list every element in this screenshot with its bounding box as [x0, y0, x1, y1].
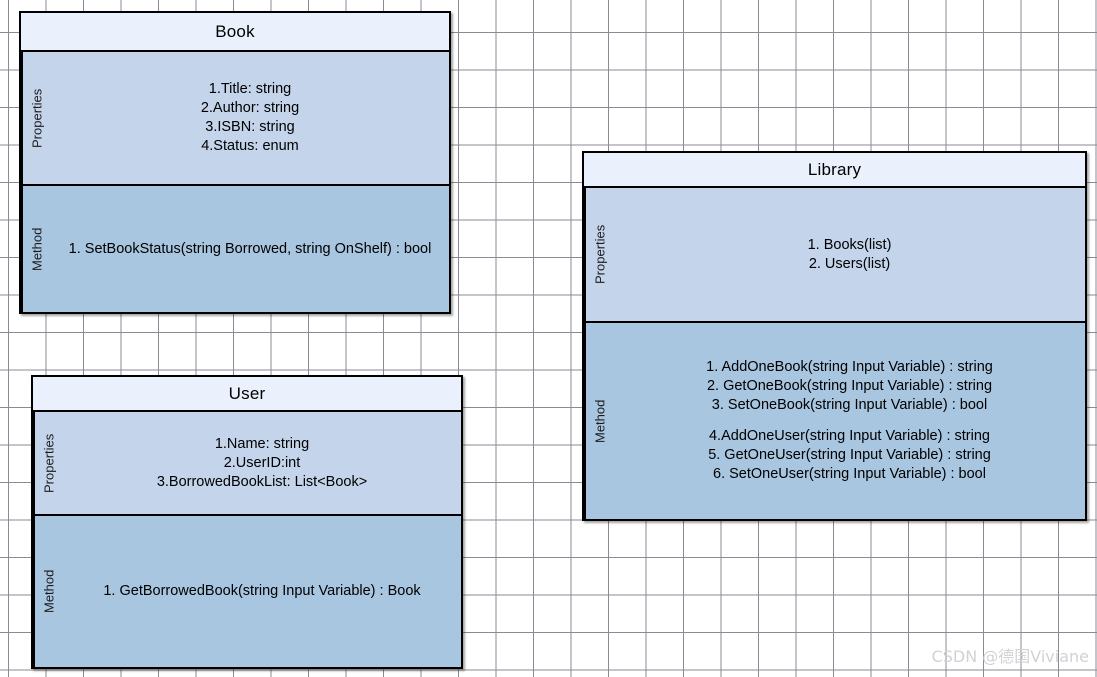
member-line: 1. AddOneBook(string Input Variable) : s… — [706, 359, 993, 375]
properties-list-library: 1. Books(list) 2. Users(list) — [808, 236, 892, 274]
member-line: 6. SetOneUser(string Input Variable) : b… — [713, 466, 986, 482]
member-line: 2.Author: string — [200, 100, 300, 116]
member-line: 3.ISBN: string — [205, 119, 295, 135]
member-line: 2.UserID:int — [223, 454, 301, 471]
class-properties-section-book: Properties 1.Title: string 2.Author: stri… — [21, 52, 449, 186]
member-line: 2. Users(list) — [808, 255, 891, 272]
properties-body-user: 1.Name: string 2.UserID:int 3.BorrowedBook… — [63, 412, 461, 514]
class-methods-section-library: Method 1. AddOneBook(string Input Variab… — [584, 323, 1085, 519]
methods-body-user: 1. GetBorrowedBook(string Input Variable… — [63, 516, 461, 667]
uml-class-book[interactable]: Book Properties 1.Title: string 2.Author:… — [19, 11, 451, 314]
uml-class-user[interactable]: User Properties 1.Name: string 2.UserID:i… — [31, 375, 463, 669]
properties-label: Properties — [33, 412, 63, 514]
properties-body-library: 1. Books(list) 2. Users(list) — [614, 188, 1085, 321]
member-line: 1.Title: string — [208, 81, 292, 97]
methods-list-book: 1. SetBookStatus(string Borrowed, string… — [69, 240, 432, 259]
line-spacer — [706, 415, 993, 427]
class-properties-section-library: Properties 1. Books(list) 2. Users(list) — [584, 188, 1085, 323]
method-label: Method — [21, 186, 51, 312]
class-title-book: Book — [21, 13, 449, 52]
uml-class-library[interactable]: Library Properties 1. Books(list) 2. User… — [582, 151, 1087, 521]
class-title-user: User — [33, 377, 461, 412]
properties-label: Properties — [584, 188, 614, 321]
member-line: 3.BorrowedBookList: List<Book> — [156, 473, 368, 490]
method-label: Method — [33, 516, 63, 667]
properties-list-book: 1.Title: string 2.Author: string 3.ISBN: s… — [201, 80, 299, 156]
watermark: CSDN @德国Viviane — [931, 647, 1089, 666]
member-line: 3. SetOneBook(string Input Variable) : b… — [711, 397, 988, 413]
class-methods-section-user: Method 1. GetBorrowedBook(string Input V… — [33, 516, 461, 667]
member-line: 4.Status: enum — [201, 138, 299, 154]
properties-list-user: 1.Name: string 2.UserID:int 3.BorrowedBook… — [157, 435, 367, 492]
member-line: 1.Name: string — [214, 435, 310, 452]
member-line: 5. GetOneUser(string Input Variable) : s… — [708, 447, 991, 463]
methods-body-library: 1. AddOneBook(string Input Variable) : s… — [614, 323, 1085, 519]
class-methods-section-book: Method 1. SetBookStatus(string Borrowed,… — [21, 186, 449, 312]
member-line: 1. SetBookStatus(string Borrowed, string… — [68, 240, 432, 257]
class-properties-section-user: Properties 1.Name: string 2.UserID:int 3.B… — [33, 412, 461, 516]
methods-body-book: 1. SetBookStatus(string Borrowed, string… — [51, 186, 449, 312]
member-line: 2. GetOneBook(string Input Variable) : s… — [706, 378, 993, 394]
method-label: Method — [584, 323, 614, 519]
member-line: 1. Books(list) — [807, 236, 892, 253]
class-title-library: Library — [584, 153, 1085, 188]
properties-label: Properties — [21, 52, 51, 184]
member-line: 1. GetBorrowedBook(string Input Variable… — [103, 583, 421, 599]
member-line: 4.AddOneUser(string Input Variable) : st… — [708, 428, 990, 444]
properties-body-book: 1.Title: string 2.Author: string 3.ISBN: s… — [51, 52, 449, 184]
methods-list-library: 1. AddOneBook(string Input Variable) : s… — [706, 358, 993, 484]
methods-list-user: 1. GetBorrowedBook(string Input Variable… — [103, 582, 420, 601]
